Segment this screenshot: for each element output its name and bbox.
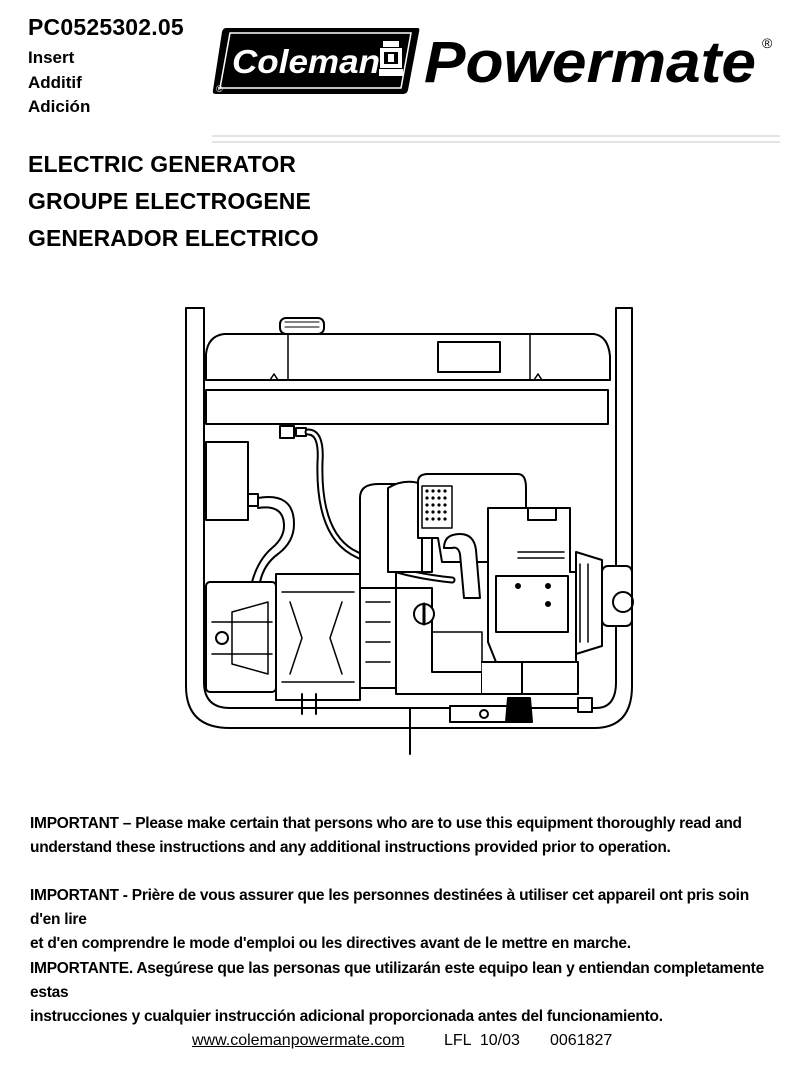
lantern-icon — [379, 41, 403, 76]
logo-brand-right: Powermate — [424, 30, 756, 95]
notice-line: IMPORTANT – Please make certain that per… — [30, 815, 742, 832]
notice-line: understand these instructions and any ad… — [30, 839, 671, 856]
insert-label-en: Insert — [28, 48, 75, 67]
generator-illustration — [182, 302, 642, 769]
title-en: ELECTRIC GENERATOR — [28, 151, 297, 177]
important-notice-en: IMPORTANT – Please make certain that per… — [30, 812, 780, 860]
coleman-powermate-logo: Coleman ® Powermate ® — [212, 26, 780, 101]
important-notice-es: IMPORTANTE. Asegúrese que las personas q… — [30, 957, 780, 1029]
notice-line: et d'en comprendre le mode d'emploi ou l… — [30, 935, 631, 952]
logo-registered-mark-right: ® — [762, 35, 773, 51]
title-fr: GROUPE ELECTROGENE — [28, 188, 311, 214]
important-notice-fr: IMPORTANT - Prière de vous assurer que l… — [30, 884, 780, 956]
header-rule — [212, 135, 780, 137]
notice-line: IMPORTANT - Prière de vous assurer que l… — [30, 887, 749, 928]
logo-brand-left: Coleman — [232, 43, 380, 80]
part-number: PC0525302.05 — [28, 14, 184, 40]
website-link[interactable]: www.colemanpowermate.com — [192, 1032, 405, 1049]
insert-label-es: Adición — [28, 97, 91, 116]
notice-line: IMPORTANTE. Asegúrese que las personas q… — [30, 960, 764, 1001]
logo-registered-mark-left: ® — [216, 84, 223, 94]
insert-label-fr: Additif — [28, 73, 82, 92]
document-number: 0061827 — [550, 1032, 613, 1049]
document-code: LFL 10/03 — [444, 1032, 520, 1049]
header-rule — [212, 141, 780, 143]
title-es: GENERADOR ELECTRICO — [28, 225, 319, 251]
notice-line: instrucciones y cualquier instrucción ad… — [30, 1008, 663, 1025]
